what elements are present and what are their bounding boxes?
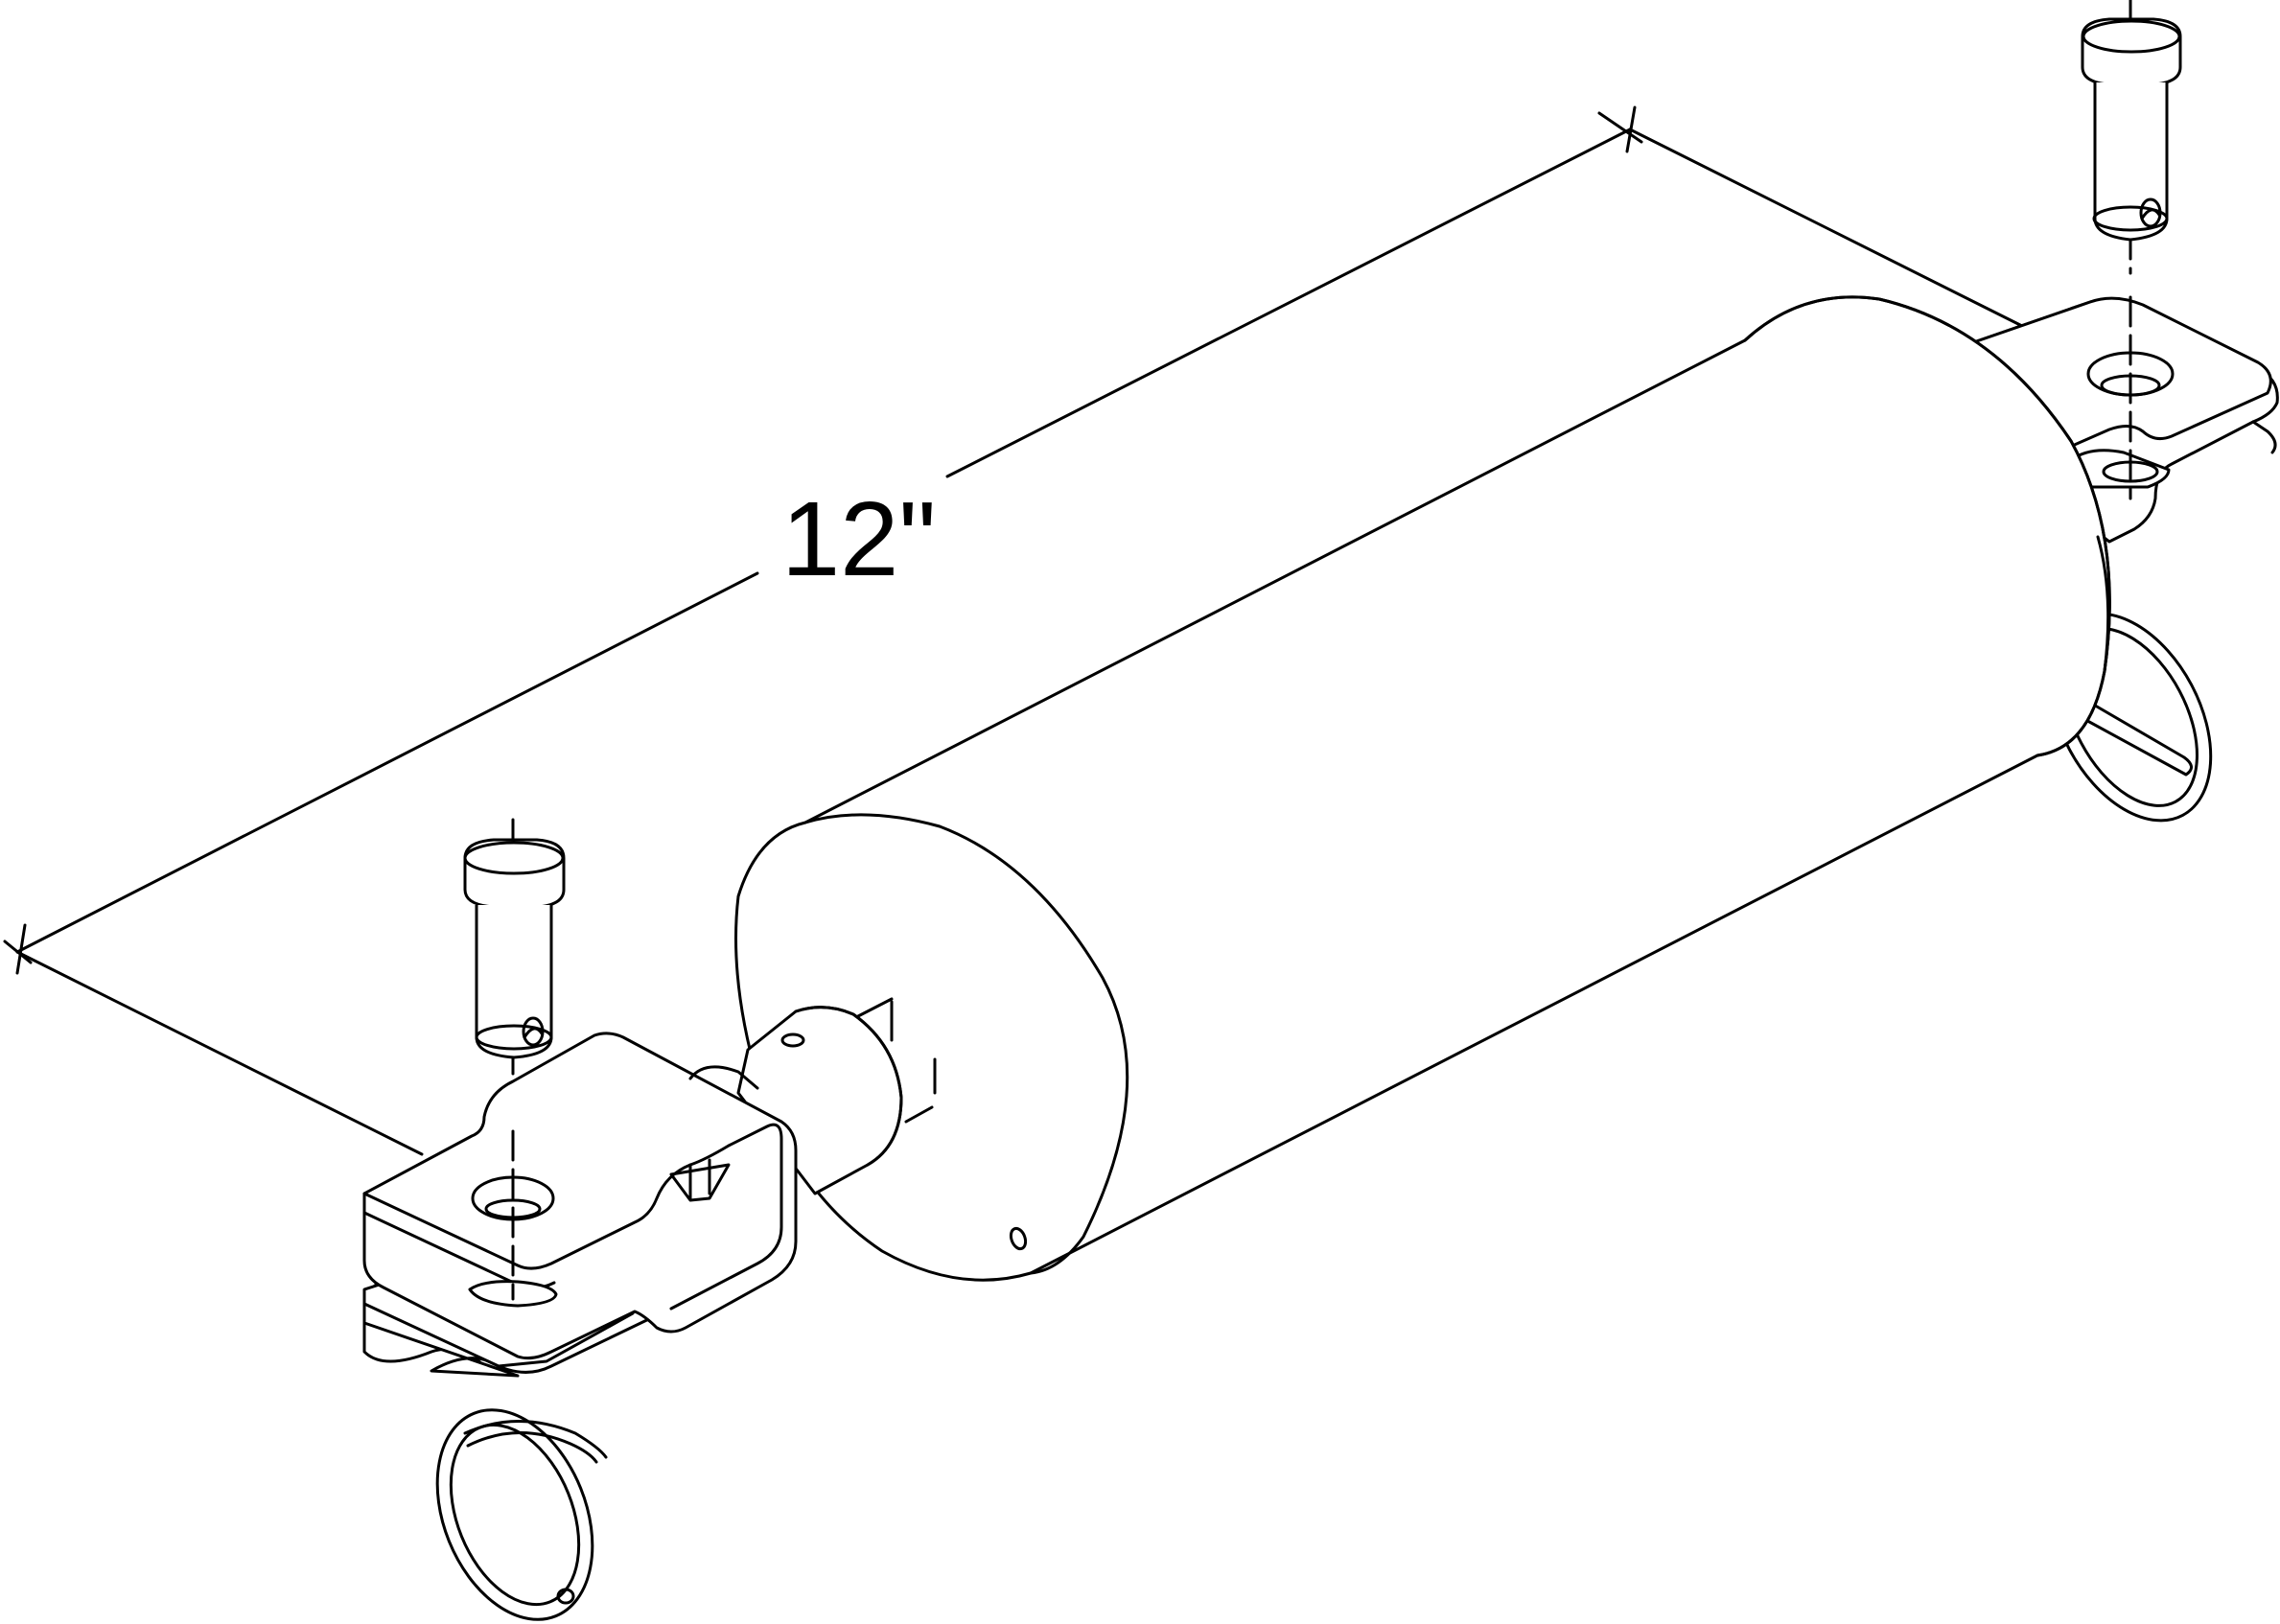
front-clevis-bracket <box>362 1032 798 1378</box>
rear-clevis-pin <box>2081 0 2182 275</box>
cylinder-barrel <box>734 295 2111 1282</box>
rod-collar <box>736 997 937 1195</box>
front-clevis-pin <box>463 818 566 1076</box>
dimension-tick-left <box>15 923 27 975</box>
dimension-line: 12" <box>3 105 2030 1156</box>
dimension-tick-right <box>1625 105 1637 153</box>
dimension-label: 12" <box>781 480 936 598</box>
front-retaining-clip <box>435 1408 608 1621</box>
